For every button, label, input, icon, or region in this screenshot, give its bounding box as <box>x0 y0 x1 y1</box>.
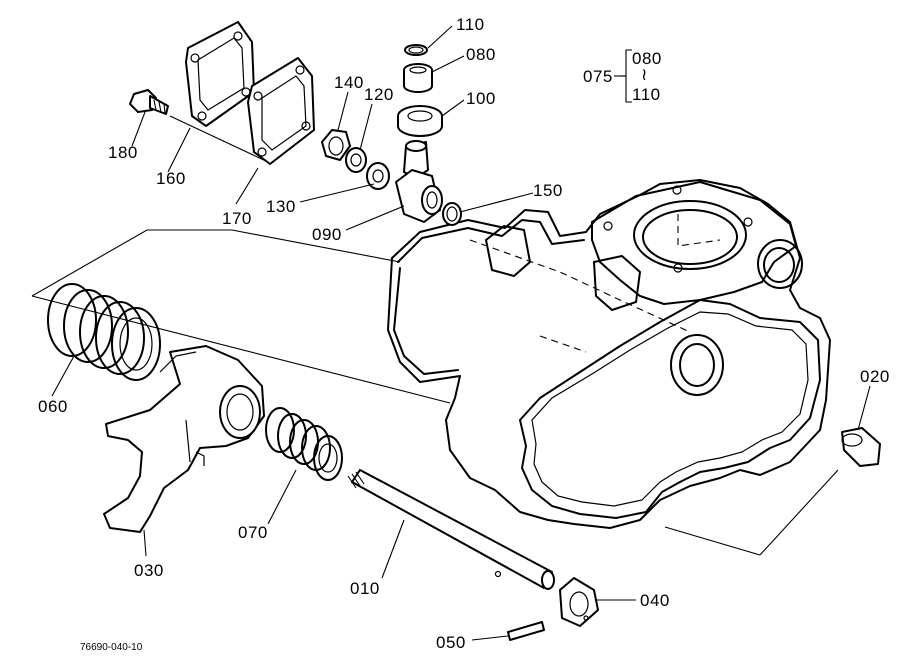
assembly-075-bottom: 110 <box>632 85 661 104</box>
label-075: 075 <box>583 67 613 86</box>
label-090: 090 <box>312 225 342 244</box>
assembly-075-top: 080 <box>632 49 662 68</box>
label-070: 070 <box>238 523 268 542</box>
label-130: 130 <box>266 197 296 216</box>
leader-lines <box>51 25 871 641</box>
lever-arm-090 <box>395 140 443 223</box>
spring-060 <box>47 283 161 381</box>
label-110: 110 <box>456 15 485 34</box>
pin-050 <box>507 621 545 641</box>
label-040: 040 <box>640 591 670 610</box>
drawing-code: 76690-040-10 <box>80 642 143 653</box>
label-050: 050 <box>436 633 466 652</box>
label-030: 030 <box>134 561 164 580</box>
transmission-case <box>387 179 831 529</box>
label-020: 020 <box>860 367 890 386</box>
label-080: 080 <box>466 45 496 64</box>
shift-fork-030 <box>103 345 265 533</box>
collar-040 <box>559 577 599 627</box>
bearing-100 <box>397 105 443 137</box>
bushing-080 <box>403 63 433 93</box>
label-160: 160 <box>156 169 186 188</box>
assembly-075-range: ≀ <box>641 65 648 84</box>
circlip-110 <box>404 44 428 56</box>
part-labels: 110 080 100 140 120 150 130 090 180 160 … <box>38 15 890 652</box>
label-060: 060 <box>38 397 68 416</box>
label-140: 140 <box>334 73 364 92</box>
o-ring-150 <box>442 202 462 226</box>
gasket-170 <box>247 57 315 165</box>
label-010: 010 <box>350 579 380 598</box>
bolt-180 <box>129 89 169 115</box>
label-170: 170 <box>222 209 252 228</box>
nut-140 <box>321 129 351 161</box>
spring-070 <box>265 407 343 481</box>
cover-plate-160 <box>185 21 255 127</box>
bushing-020 <box>841 427 881 467</box>
washer-130 <box>366 162 390 190</box>
label-120: 120 <box>364 85 394 104</box>
label-100: 100 <box>466 89 496 108</box>
shift-rod-010 <box>347 469 555 590</box>
washer-120 <box>345 147 367 173</box>
label-150: 150 <box>533 181 563 200</box>
label-180: 180 <box>108 143 138 162</box>
